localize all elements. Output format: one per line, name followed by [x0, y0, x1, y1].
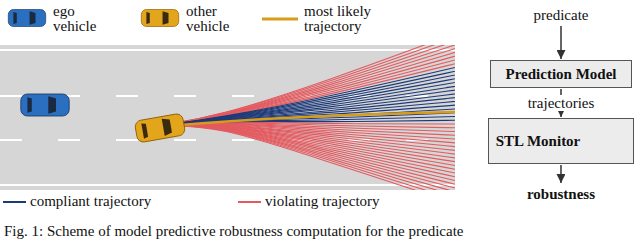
- violating-trajectory: [158, 126, 455, 190]
- legend-other-car: [141, 10, 178, 27]
- process-box: Prediction Model: [490, 60, 632, 88]
- car-rear-window: [13, 12, 16, 24]
- violating-trajectory: [158, 45, 455, 126]
- compliant-trajectory: [158, 100, 455, 126]
- compliant-trajectory: [158, 112, 455, 126]
- violating-trajectory: [158, 52, 455, 126]
- most-likely-trajectory: [168, 112, 455, 126]
- car-body: [141, 10, 178, 27]
- violating-trajectory: [158, 56, 455, 126]
- compliant-trajectory: [158, 76, 455, 126]
- violating-trajectory: [158, 45, 455, 126]
- violating-trajectory: [158, 48, 455, 126]
- compliant-trajectory: [158, 108, 455, 126]
- violating-trajectory: [158, 126, 455, 190]
- compliant-trajectory: [158, 72, 455, 126]
- legend-label: violating trajectory: [265, 194, 465, 209]
- compliant-trajectory: [158, 68, 455, 126]
- legend-label: compliant trajectory: [30, 194, 230, 209]
- legend-ego-car: [8, 10, 45, 27]
- legend-label: other vehicle: [186, 4, 240, 34]
- violating-trajectory: [158, 126, 455, 190]
- legend-line-sample: [3, 201, 26, 203]
- trajectory-fan: [158, 45, 455, 190]
- car-body: [21, 94, 69, 116]
- car-windshield: [162, 117, 173, 136]
- road-edge-line: [0, 184, 455, 186]
- legend-line-sample: [238, 201, 261, 203]
- car-windshield: [163, 11, 169, 25]
- violating-trajectory: [158, 126, 455, 190]
- violating-trajectory: [158, 125, 455, 168]
- input-label: predicate: [526, 5, 597, 25]
- flow-arrow: [560, 165, 562, 183]
- violating-trajectory: [158, 125, 455, 188]
- compliant-trajectory: [158, 80, 455, 126]
- violating-trajectory: [158, 45, 455, 126]
- violating-trajectory: [158, 45, 455, 126]
- compliant-trajectory: [158, 84, 455, 126]
- flow-arrow: [560, 26, 562, 59]
- compliant-trajectory: [158, 64, 455, 126]
- car-windshield: [48, 96, 56, 114]
- car-rear-window: [27, 97, 31, 112]
- car-rear-window: [141, 123, 148, 139]
- node-text: robustness: [527, 186, 595, 203]
- car-rear-window: [146, 12, 149, 24]
- legend-label: ego vehicle: [53, 4, 105, 34]
- process-box: STL Monitor: [488, 118, 635, 164]
- ego-vehicle-car: [21, 94, 69, 116]
- car-body: [134, 113, 185, 143]
- compliant-trajectory: [158, 88, 455, 126]
- compliant-trajectory: [158, 96, 455, 126]
- edge-label: trajectories: [526, 95, 597, 111]
- legend-label: most likely trajectory: [304, 4, 388, 34]
- output-label: robustness: [519, 184, 603, 204]
- road-edge-line: [0, 49, 455, 51]
- compliant-trajectory: [158, 104, 455, 126]
- figure-caption: Fig. 1: Scheme of model predictive robus…: [4, 222, 463, 240]
- node-text: predicate: [534, 7, 589, 24]
- other-vehicle-car: [134, 113, 185, 143]
- car-windshield: [30, 11, 36, 25]
- violating-trajectory: [158, 126, 455, 190]
- violating-trajectory: [158, 45, 455, 126]
- legend-line-sample: [262, 18, 298, 21]
- violating-trajectory: [158, 60, 455, 126]
- car-body: [8, 10, 45, 27]
- node-text: STL Monitor: [496, 133, 581, 150]
- node-text: Prediction Model: [506, 66, 617, 83]
- compliant-trajectory: [158, 92, 455, 126]
